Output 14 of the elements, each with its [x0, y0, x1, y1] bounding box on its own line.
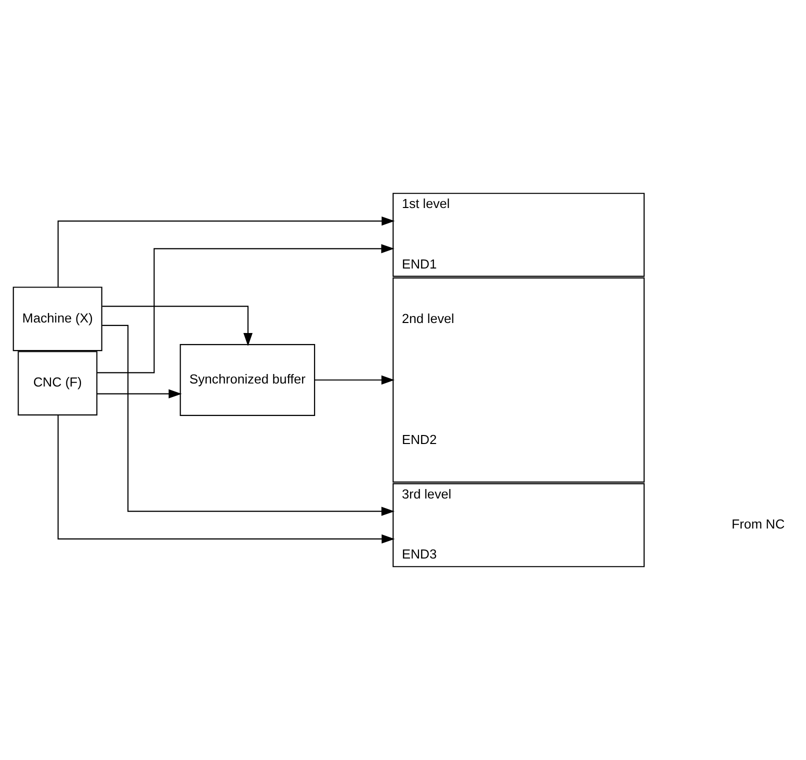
arrow: [57, 415, 394, 544]
node-box: 1st level END1: [392, 192, 644, 277]
arrow: [314, 375, 394, 385]
arrow: [96, 244, 394, 374]
node-box: 2nd level END2: [392, 277, 644, 483]
arrow: [102, 324, 394, 516]
arrow: [96, 389, 182, 398]
node-box: 3rd level END3: [392, 483, 644, 568]
label: From NC: [731, 516, 784, 532]
arrow: [57, 216, 394, 287]
arrow: [102, 306, 252, 346]
node-box: CNC (F): [17, 351, 97, 416]
node-box: Machine (X): [12, 286, 102, 352]
node-box: Synchronized buffer: [179, 344, 315, 416]
